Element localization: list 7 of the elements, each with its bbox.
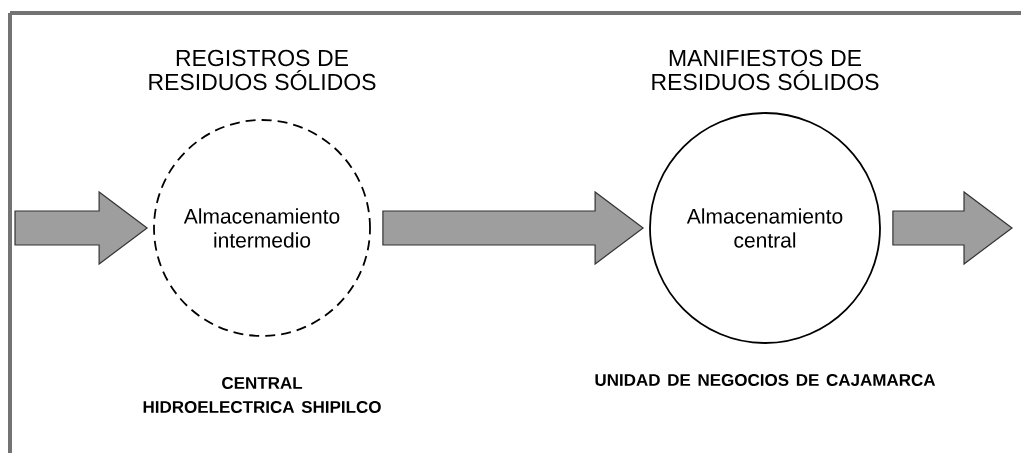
block-arrow [382, 190, 645, 266]
block-arrow [892, 190, 1013, 266]
caption-text: CENTRAL HIDROELECTRICA SHIPILCO [143, 377, 381, 413]
heading-text: REGISTROS DE RESIDUOS SÓLIDOS [149, 49, 376, 91]
block-arrow [14, 190, 149, 266]
heading-text: MANIFIESTOS DE RESIDUOS SÓLIDOS [652, 49, 879, 91]
caption-text: UNIDAD DE NEGOCIOS DE CAJAMARCA [595, 374, 936, 386]
